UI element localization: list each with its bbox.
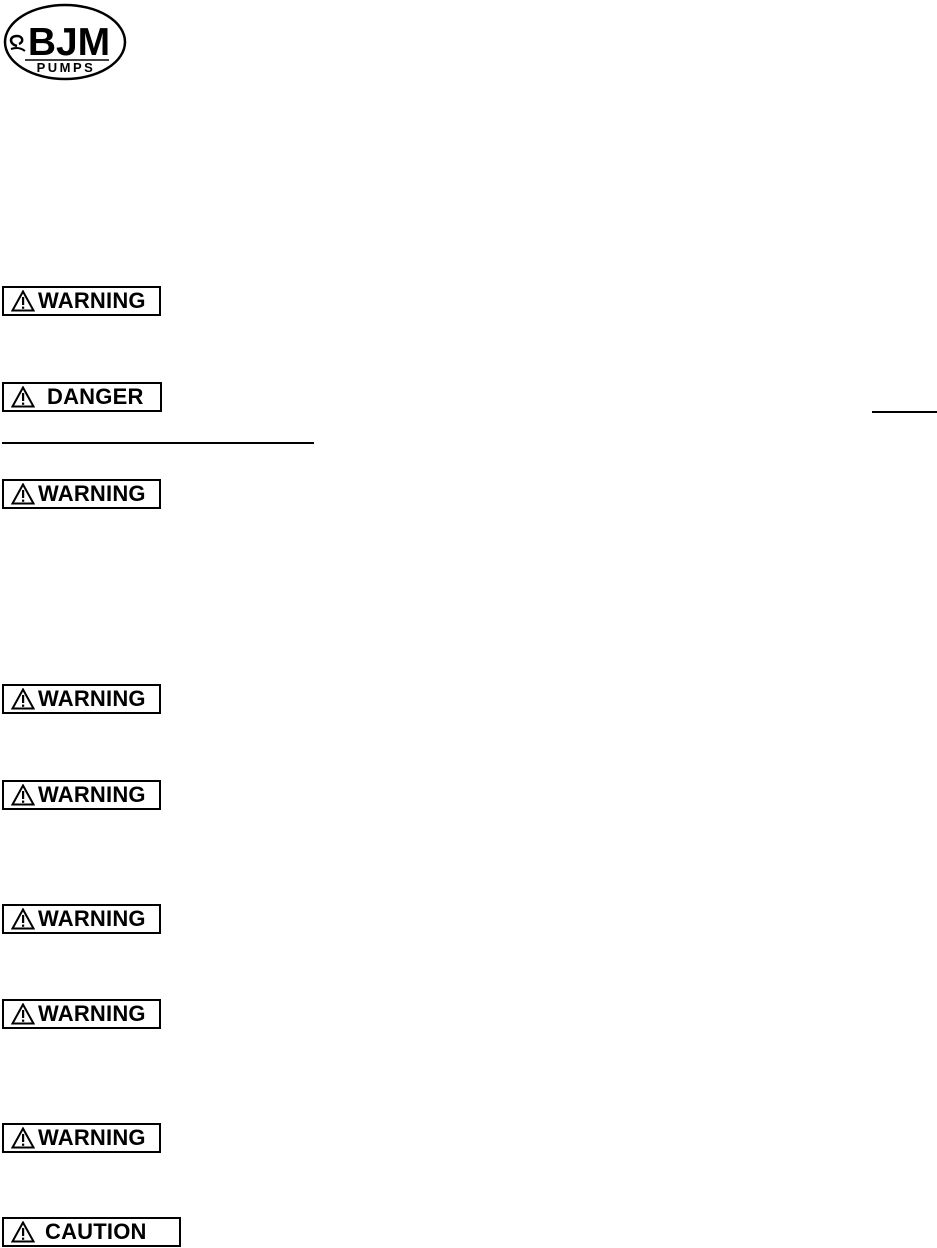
label-text: WARNING [38, 288, 146, 313]
logo-emblem: BJM PUMPS [3, 3, 127, 81]
warning-triangle-icon [11, 1127, 35, 1149]
warning-label-7: WARNING [2, 1123, 161, 1153]
warning-triangle-icon [11, 1003, 35, 1025]
label-text: WARNING [38, 782, 146, 807]
water-wave [10, 46, 26, 52]
underline-rule-left [2, 442, 314, 444]
warning-label-2: WARNING [2, 479, 161, 509]
warning-label-1: WARNING [2, 286, 161, 316]
warning-triangle-icon [11, 483, 35, 505]
label-text: DANGER [47, 384, 144, 409]
logo-top-text: BJM [28, 21, 110, 64]
caution-label: CAUTION [2, 1217, 181, 1247]
warning-label-6: WARNING [2, 999, 161, 1029]
warning-triangle-icon [11, 290, 35, 312]
danger-label: DANGER [2, 382, 162, 412]
warning-triangle-icon [11, 688, 35, 710]
label-text: CAUTION [45, 1219, 147, 1244]
label-text: WARNING [38, 1125, 146, 1150]
warning-triangle-icon [11, 1221, 35, 1243]
label-text: WARNING [38, 481, 146, 506]
label-text: WARNING [38, 1001, 146, 1026]
warning-label-3: WARNING [2, 684, 161, 714]
warning-triangle-icon [11, 908, 35, 930]
label-text: WARNING [38, 906, 146, 931]
warning-label-5: WARNING [2, 904, 161, 934]
warning-triangle-icon [11, 784, 35, 806]
warning-triangle-icon [11, 386, 35, 408]
water-swirl [9, 34, 24, 48]
bjm-pumps-logo: BJM PUMPS [3, 2, 127, 82]
logo-bottom-text: PUMPS [37, 60, 96, 75]
label-text: WARNING [38, 686, 146, 711]
warning-label-4: WARNING [2, 780, 161, 810]
underline-rule-right [872, 411, 937, 413]
